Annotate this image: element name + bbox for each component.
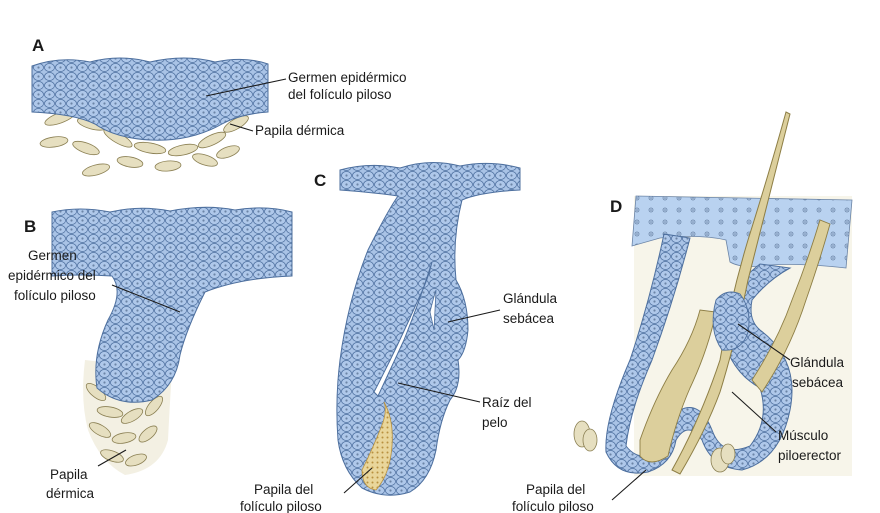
label-line: dérmica <box>46 486 95 501</box>
panel-d-gland <box>713 292 749 350</box>
label-line: Papila dérmica <box>255 123 345 138</box>
label-line: pelo <box>482 415 508 430</box>
panel-c-label-glandula: Glándula sebácea <box>503 291 558 326</box>
label-line: epidérmico del <box>8 268 96 283</box>
dermal-cell <box>191 151 219 169</box>
label-line: piloerector <box>778 448 842 463</box>
dermal-cell <box>81 162 111 179</box>
panel-d: Glándula sebácea Músculo piloerector Pap… <box>512 112 852 513</box>
leader-line <box>612 470 646 500</box>
label-line: sebácea <box>792 375 844 390</box>
label-line: Raíz del <box>482 395 532 410</box>
dermal-cell <box>721 444 735 464</box>
label-line: Papila del <box>254 482 313 497</box>
panel-c-label-raiz: Raíz del pelo <box>482 395 532 430</box>
label-line: Papila del <box>526 482 585 497</box>
panel-d-letter: D <box>610 197 622 216</box>
label-line: Germen epidérmico <box>288 70 407 85</box>
panel-a-label-papila: Papila dérmica <box>255 123 345 138</box>
panel-a-label-germen: Germen epidérmico del folículo piloso <box>288 70 407 102</box>
panel-b-letter: B <box>24 217 36 236</box>
dermal-cell <box>133 140 166 155</box>
label-line: folículo piloso <box>14 288 96 303</box>
label-line: Glándula <box>503 291 558 306</box>
panel-c-follicle <box>337 162 520 495</box>
dermal-cell <box>116 155 143 169</box>
label-line: folículo piloso <box>240 499 322 513</box>
panel-d-label-papila: Papila del folículo piloso <box>512 482 594 513</box>
panel-a: Germen epidérmico del folículo piloso Pa… <box>32 36 407 178</box>
dermal-cell <box>583 429 597 451</box>
label-line: del folículo piloso <box>288 87 392 102</box>
panel-b: Germen epidérmico del folículo piloso Pa… <box>8 207 292 501</box>
panel-a-letter: A <box>32 36 44 55</box>
label-line: Glándula <box>790 355 845 370</box>
dermal-cell <box>215 143 241 161</box>
label-line: Papila <box>50 467 88 482</box>
label-line: Músculo <box>778 428 828 443</box>
label-line: Germen <box>28 248 77 263</box>
panel-c-letter: C <box>314 171 326 190</box>
dermal-cell <box>39 135 68 149</box>
panel-b-label-papila: Papila dérmica <box>46 467 95 501</box>
label-line: sebácea <box>503 311 555 326</box>
dermal-cell <box>71 139 101 158</box>
label-line: folículo piloso <box>512 499 594 513</box>
panel-c-label-papila: Papila del folículo piloso <box>240 482 322 513</box>
dermal-cell <box>155 160 182 172</box>
